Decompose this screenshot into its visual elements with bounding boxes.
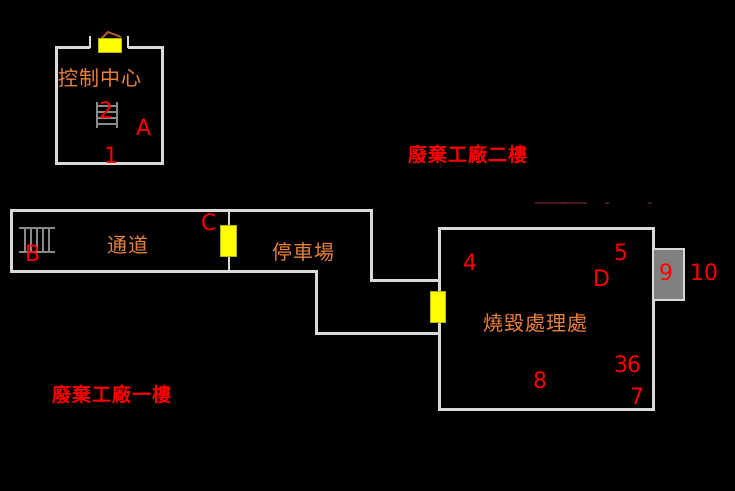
wall bbox=[55, 46, 58, 165]
marker-d[interactable]: D bbox=[593, 267, 610, 292]
wall bbox=[315, 270, 318, 334]
marker-9[interactable]: 9 bbox=[659, 261, 673, 286]
marker-36[interactable]: 36 bbox=[614, 353, 641, 378]
wall bbox=[370, 279, 440, 282]
marker-2[interactable]: 2 bbox=[99, 99, 113, 124]
marker-c[interactable]: C bbox=[201, 211, 217, 236]
wall bbox=[55, 46, 90, 49]
roof-icon bbox=[100, 30, 122, 40]
artifact-line bbox=[535, 202, 565, 204]
wall bbox=[161, 46, 164, 165]
wall bbox=[10, 209, 13, 272]
wall bbox=[10, 209, 372, 212]
wall bbox=[10, 270, 317, 273]
grate-icon[interactable] bbox=[19, 226, 55, 254]
marker-b[interactable]: B bbox=[25, 242, 41, 267]
wall bbox=[438, 408, 655, 411]
wall bbox=[370, 209, 373, 282]
incineration-door[interactable] bbox=[430, 291, 446, 323]
control-center-label: 控制中心 bbox=[58, 66, 142, 90]
marker-4[interactable]: 4 bbox=[463, 251, 477, 276]
artifact-line bbox=[562, 202, 587, 204]
wall bbox=[128, 46, 164, 49]
incineration-label: 燒毀處理處 bbox=[483, 311, 588, 335]
marker-5[interactable]: 5 bbox=[614, 241, 628, 266]
ladder-icon[interactable] bbox=[95, 102, 119, 128]
wall bbox=[438, 227, 655, 230]
marker-a[interactable]: A bbox=[136, 116, 152, 141]
gray-chamber[interactable] bbox=[652, 248, 685, 301]
marker-1[interactable]: 1 bbox=[104, 144, 118, 169]
second-floor-label: 廢棄工廠二樓 bbox=[408, 144, 529, 166]
passage-label: 通道 bbox=[107, 233, 149, 257]
passage-door[interactable] bbox=[220, 225, 237, 257]
wall bbox=[315, 332, 440, 335]
wall bbox=[652, 227, 655, 411]
wall bbox=[127, 36, 129, 48]
wall bbox=[89, 36, 91, 48]
marker-8[interactable]: 8 bbox=[533, 369, 547, 394]
control-center-door[interactable] bbox=[98, 38, 122, 53]
first-floor-label: 廢棄工廠一樓 bbox=[52, 384, 173, 406]
artifact-line bbox=[605, 202, 609, 204]
artifact-line bbox=[648, 202, 652, 204]
wall bbox=[55, 162, 164, 165]
marker-7[interactable]: 7 bbox=[630, 385, 644, 410]
parking-lot-label: 停車場 bbox=[272, 240, 335, 264]
marker-10[interactable]: 10 bbox=[690, 261, 718, 286]
